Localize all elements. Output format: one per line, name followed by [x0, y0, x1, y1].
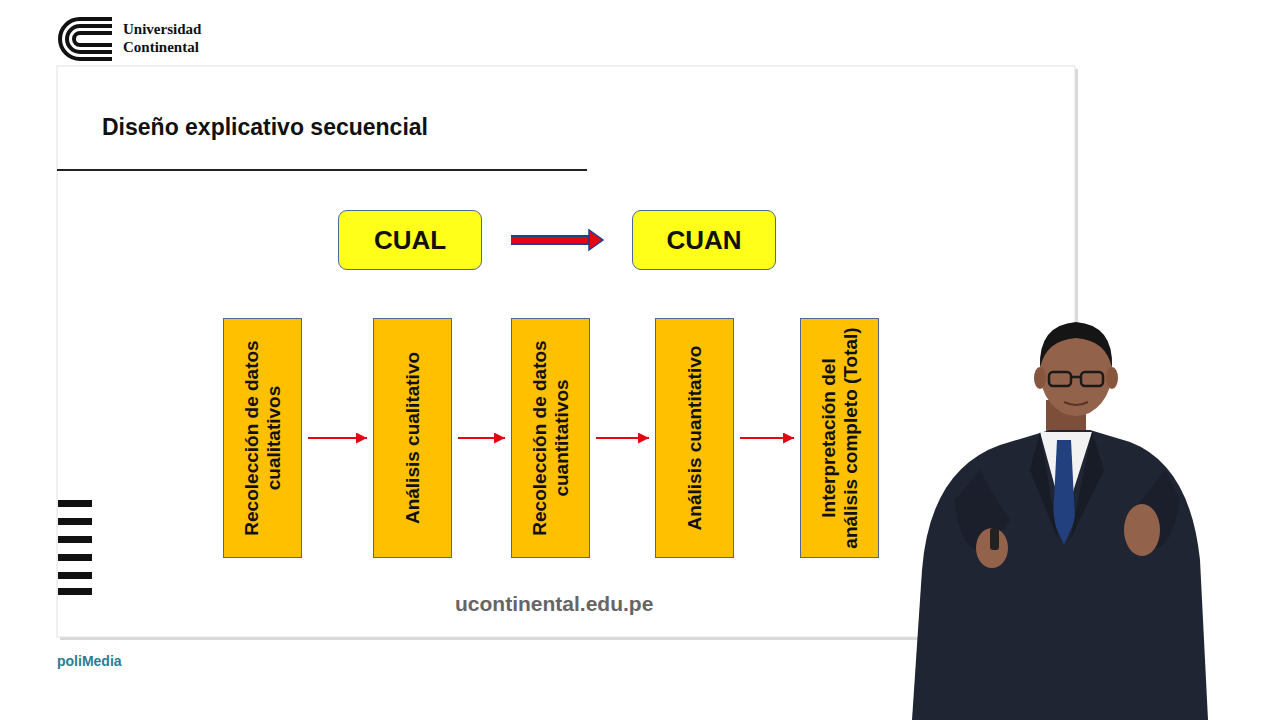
step-box: Recolección de datos cuantitativos: [511, 318, 590, 558]
title-rule: [57, 169, 587, 171]
phase-box: CUAL: [338, 210, 482, 270]
arrowhead: [589, 230, 603, 250]
step-box: Recolección de datos cualitativos: [223, 318, 302, 558]
phase-box: CUAN: [632, 210, 776, 270]
box-text: Recolección de datos cualitativos: [241, 324, 285, 552]
arrow-outline: [511, 235, 591, 245]
connector-group: [308, 438, 367, 439]
flow-arrow: [458, 437, 505, 439]
logo-symbol: [60, 19, 112, 59]
slide-title: Diseño explicativo secuencial: [102, 113, 428, 141]
flow-arrow: [596, 437, 649, 439]
presenter-figure: [912, 322, 1208, 720]
step-box: Análisis cualitativo: [373, 318, 452, 558]
box-text: CUAL: [374, 225, 446, 256]
connector-group: [596, 438, 649, 439]
url-label: ucontinental.edu.pe: [455, 591, 653, 617]
box-text: Análisis cualitativo: [402, 324, 424, 552]
slide-panel: [57, 66, 1075, 637]
connector-group: [458, 438, 505, 439]
logo-text: Universidad Continental: [123, 20, 223, 56]
flow-arrow: [308, 437, 367, 439]
step-box: Interpretación del análisis completo (To…: [800, 318, 879, 558]
block-arrow: [511, 237, 591, 243]
box-text: Análisis cuantitativo: [684, 324, 706, 552]
brand-label: poliMedia: [57, 652, 122, 670]
box-text: CUAN: [666, 225, 741, 256]
box-text: Recolección de datos cuantitativos: [529, 324, 573, 552]
connector-group: [511, 230, 603, 250]
flow-arrow: [740, 437, 794, 439]
box-text: Interpretación del análisis completo (To…: [818, 324, 862, 552]
stripe-decoration: [58, 500, 92, 595]
step-box: Análisis cuantitativo: [655, 318, 734, 558]
connector-group: [740, 438, 794, 439]
